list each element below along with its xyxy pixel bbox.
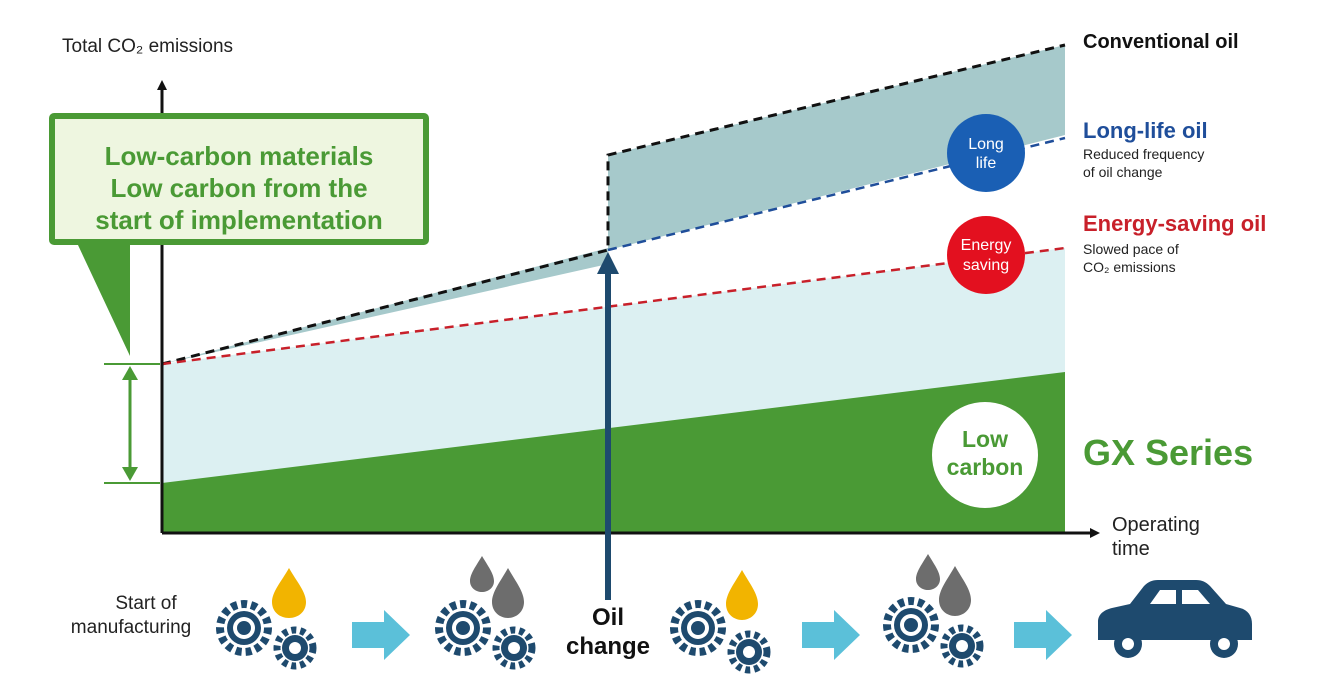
y-axis-label: Total CO₂ emissions bbox=[62, 36, 233, 57]
oil-drop-icon-step4a bbox=[916, 554, 940, 590]
oil-drop-icon-step3 bbox=[726, 570, 758, 620]
process-arrow-icon-1 bbox=[352, 610, 410, 660]
difference-arrow-down bbox=[122, 467, 138, 481]
energy-saving-oil-title: Energy-saving oil bbox=[1083, 211, 1266, 236]
low-carbon-badge-line1: Low bbox=[962, 426, 1008, 452]
energy-saving-oil-line bbox=[161, 246, 1066, 366]
x-axis-label-line2: time bbox=[1112, 538, 1150, 560]
energy-saving-oil-desc1: Slowed pace of bbox=[1083, 241, 1179, 257]
oil-change-label-line2: change bbox=[566, 633, 650, 660]
process-arrow-icon-3 bbox=[1014, 610, 1072, 660]
car-icon bbox=[1098, 580, 1252, 658]
mid-region bbox=[162, 45, 1065, 364]
callout-line3: start of implementation bbox=[95, 205, 382, 235]
energy-saving-badge-line1: Energy bbox=[961, 237, 1012, 254]
process-arrow-icon-2 bbox=[802, 610, 860, 660]
long-life-badge-line1: Long bbox=[968, 136, 1004, 153]
gx-series-title: GX Series bbox=[1083, 432, 1253, 473]
callout-pointer bbox=[70, 228, 130, 356]
gears-icon-step3 bbox=[670, 600, 771, 674]
start-label-line1: Start of bbox=[115, 593, 177, 614]
difference-arrow-up bbox=[122, 366, 138, 380]
start-label-line2: manufacturing bbox=[71, 617, 191, 638]
oil-drop-icon-step2a bbox=[470, 556, 494, 592]
energy-saving-oil-desc2: CO₂ emissions bbox=[1083, 259, 1176, 275]
oil-drop-icon-step4b bbox=[939, 566, 971, 616]
conventional-oil-line bbox=[161, 43, 1066, 366]
gears-icon-step4 bbox=[883, 597, 984, 668]
callout-line2: Low carbon from the bbox=[110, 173, 367, 203]
long-life-badge-line2: life bbox=[976, 155, 997, 172]
oil-drop-icon-step2b bbox=[492, 568, 524, 618]
long-life-badge bbox=[947, 114, 1025, 192]
x-axis-label-line1: Operating bbox=[1112, 514, 1200, 536]
callout-box bbox=[49, 113, 429, 245]
gears-icon-step1 bbox=[216, 600, 317, 670]
gears-icon-step2 bbox=[435, 600, 536, 670]
oil-change-arrow-head bbox=[597, 252, 619, 274]
low-carbon-badge bbox=[932, 402, 1038, 508]
long-life-oil-desc2: of oil change bbox=[1083, 164, 1163, 180]
oil-drop-icon-step1 bbox=[272, 568, 306, 618]
gx-region bbox=[162, 372, 1065, 533]
callout-line1: Low-carbon materials bbox=[105, 141, 374, 171]
oil-change-label-line1: Oil bbox=[592, 604, 624, 631]
energy-saving-badge-line2: saving bbox=[963, 257, 1009, 274]
energy-saving-badge bbox=[947, 216, 1025, 294]
long-life-oil-title: Long-life oil bbox=[1083, 118, 1208, 143]
low-carbon-badge-line2: carbon bbox=[947, 454, 1024, 480]
long-life-oil-desc1: Reduced frequency bbox=[1083, 146, 1204, 162]
conventional-oil-title: Conventional oil bbox=[1083, 31, 1239, 53]
